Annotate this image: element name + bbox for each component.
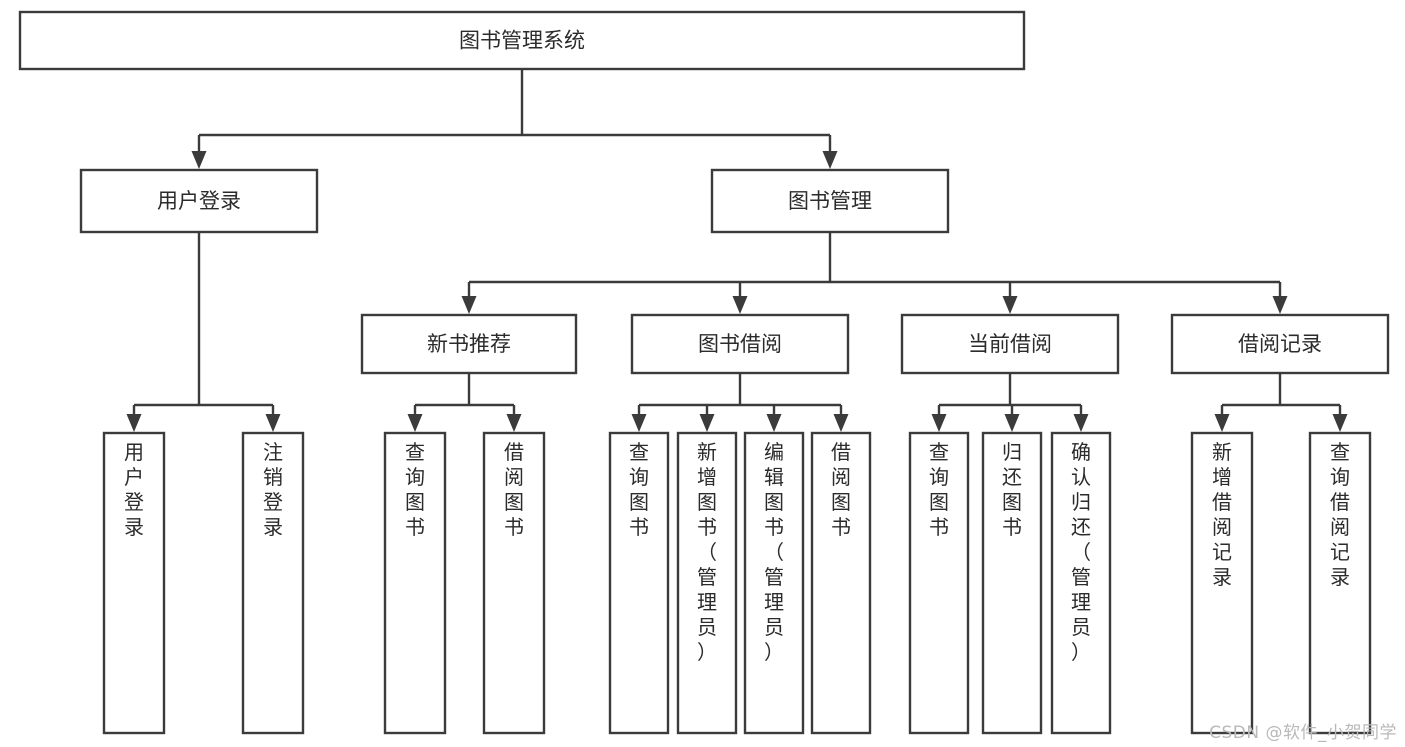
node-leaf-query-book-2[interactable]: 查询图书	[608, 431, 670, 735]
connector-root	[191, 69, 838, 169]
connector-user-login	[126, 232, 281, 432]
node-leaf-query-book-3[interactable]: 查询图书	[908, 431, 970, 735]
node-leaf-user-login[interactable]: 用户登录	[102, 431, 166, 735]
node-leaf-query-record[interactable]: 查询借阅记录	[1308, 431, 1372, 735]
node-leaf-query-book-1[interactable]: 查询图书	[383, 431, 447, 735]
node-label: 图书借阅	[698, 332, 782, 356]
node-borrow-record[interactable]: 借阅记录	[1170, 313, 1390, 375]
node-label: 查询图书	[405, 440, 425, 539]
node-user-login[interactable]: 用户登录	[79, 168, 319, 234]
connector-borrow-record	[1214, 373, 1348, 432]
node-new-book-rec[interactable]: 新书推荐	[360, 313, 578, 375]
node-label: 编辑图书（管理员）	[764, 440, 784, 664]
node-label: 新增借阅记录	[1212, 440, 1232, 589]
node-leaf-borrow-book-2[interactable]: 借阅图书	[810, 431, 872, 735]
node-label: 确认归还（管理员）	[1071, 440, 1091, 664]
node-leaf-return-book[interactable]: 归还图书	[981, 431, 1043, 735]
node-label: 借阅记录	[1238, 332, 1322, 356]
connector-new-book-rec	[407, 373, 522, 432]
node-label: 归还图书	[1002, 440, 1022, 539]
node-label: 查询借阅记录	[1330, 440, 1350, 589]
connector-layer	[126, 69, 1348, 432]
node-leaf-edit-book[interactable]: 编辑图书（管理员）	[743, 431, 805, 735]
node-label: 注销登录	[263, 440, 283, 539]
node-layer: 图书管理系统用户登录图书管理新书推荐图书借阅当前借阅借阅记录用户登录注销登录查询…	[18, 10, 1390, 735]
node-label: 用户登录	[157, 189, 241, 213]
node-leaf-add-book[interactable]: 新增图书（管理员）	[676, 431, 738, 735]
connector-book-borrow	[631, 373, 849, 432]
node-book-manage[interactable]: 图书管理	[710, 168, 950, 234]
csdn-watermark: CSDN @软件_小贺同学	[1209, 723, 1397, 743]
node-label: 图书管理	[788, 189, 872, 213]
node-leaf-user-logout[interactable]: 注销登录	[241, 431, 305, 735]
connector-current-borrow	[931, 373, 1089, 432]
node-label: 用户登录	[124, 440, 144, 539]
node-label: 借阅图书	[831, 440, 851, 539]
node-leaf-add-record[interactable]: 新增借阅记录	[1190, 431, 1254, 735]
node-label: 新增图书（管理员）	[697, 440, 717, 664]
node-label: 查询图书	[629, 440, 649, 539]
node-label: 查询图书	[929, 440, 949, 539]
node-label: 图书管理系统	[459, 29, 585, 53]
node-leaf-borrow-book-1[interactable]: 借阅图书	[482, 431, 546, 735]
node-book-borrow[interactable]: 图书借阅	[630, 313, 850, 375]
node-label: 当前借阅	[968, 332, 1052, 356]
node-leaf-confirm-return[interactable]: 确认归还（管理员）	[1050, 431, 1112, 735]
node-current-borrow[interactable]: 当前借阅	[900, 313, 1120, 375]
connector-book-manage	[461, 232, 1288, 314]
node-root[interactable]: 图书管理系统	[18, 10, 1026, 71]
node-label: 新书推荐	[427, 332, 511, 356]
node-label: 借阅图书	[504, 440, 524, 539]
